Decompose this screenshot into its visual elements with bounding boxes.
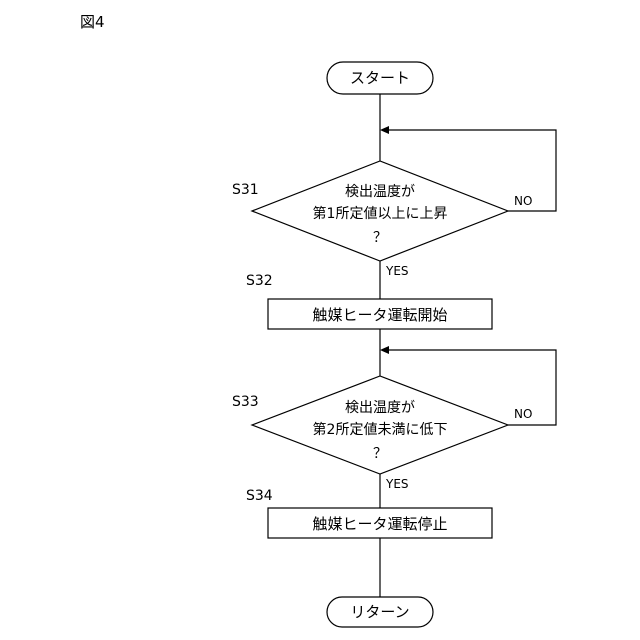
- decision-s31-line-1: 検出温度が: [345, 184, 415, 200]
- step-id-s34: S34: [246, 488, 273, 504]
- end-terminal-label: リターン: [350, 603, 409, 621]
- decision-s31-line-3: ？: [373, 230, 387, 246]
- step-id-s33: S33: [232, 394, 259, 410]
- step-id-s32: S32: [246, 273, 273, 289]
- decision-s31-no-label: NO: [514, 194, 532, 208]
- decision-s33-line-3: ？: [373, 446, 387, 462]
- loop-s33-arrowhead: [380, 346, 389, 354]
- loop-s31-arrowhead: [380, 126, 389, 134]
- decision-s33-line-2: 第2所定値未満に低下: [313, 421, 448, 438]
- decision-s33-line-1: 検出温度が: [345, 400, 415, 416]
- decision-s33-no-label: NO: [514, 407, 532, 421]
- start-terminal-label: スタート: [350, 69, 410, 87]
- decision-s31-yes-label: YES: [385, 264, 409, 278]
- process-s32-label: 触媒ヒータ運転開始: [312, 306, 447, 324]
- process-s34-label: 触媒ヒータ運転停止: [312, 515, 447, 533]
- decision-s31: S31 検出温度が 第1所定値以上に上昇 ？ NO YES: [232, 161, 532, 278]
- figure-label: 図4: [80, 13, 105, 31]
- process-s32: S32 触媒ヒータ運転開始: [246, 273, 492, 329]
- decision-s31-line-2: 第1所定値以上に上昇: [313, 205, 448, 222]
- decision-s33-yes-label: YES: [385, 477, 409, 491]
- step-id-s31: S31: [232, 182, 259, 198]
- decision-s33: S33 検出温度が 第2所定値未満に低下 ？ NO YES: [232, 376, 532, 491]
- start-terminal: スタート: [327, 62, 433, 94]
- end-terminal: リターン: [327, 597, 433, 627]
- process-s34: S34 触媒ヒータ運転停止: [246, 488, 492, 538]
